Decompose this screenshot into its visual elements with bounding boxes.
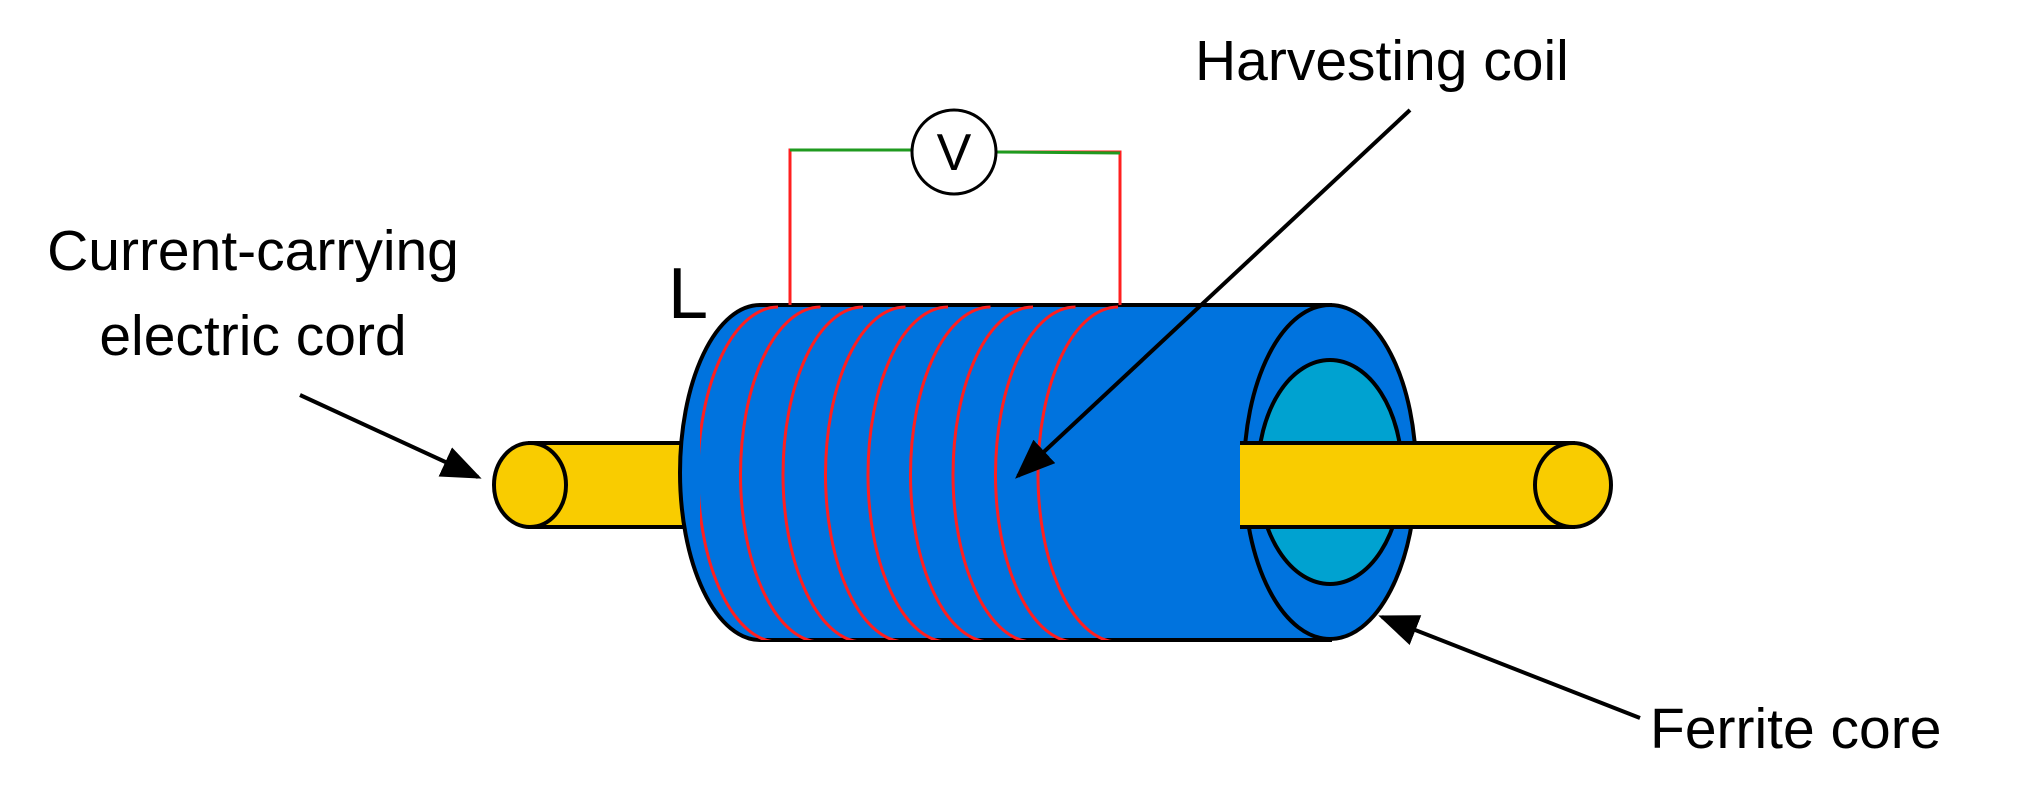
- coil-turn: [951, 305, 1034, 640]
- core-label: Ferrite core: [1650, 697, 1941, 761]
- cord-label-line1: Current-carrying: [47, 219, 459, 283]
- coil-turn: [739, 305, 821, 640]
- electric-cord-right: [1240, 441, 1613, 529]
- voltmeter: V: [910, 108, 998, 196]
- coil-label: Harvesting coil: [1195, 29, 1569, 93]
- voltmeter-symbol: V: [937, 124, 972, 182]
- coil-turn: [700, 305, 779, 640]
- cord-label-line2: electric cord: [99, 304, 406, 368]
- pointer-arrows: [299, 108, 1641, 720]
- core-arrow: [1378, 615, 1641, 720]
- coil-turn: [994, 305, 1076, 640]
- cord-arrow: [299, 393, 482, 479]
- harvesting-coil-windings: [700, 305, 1119, 640]
- coil-turn: [909, 305, 991, 640]
- coil-arrow: [1015, 108, 1412, 479]
- coil-turn: [866, 305, 949, 640]
- coil-turn: [824, 305, 906, 640]
- inductance-label: L: [668, 254, 708, 334]
- coil-turn: [781, 305, 864, 640]
- voltmeter-leads: [788, 148, 1122, 305]
